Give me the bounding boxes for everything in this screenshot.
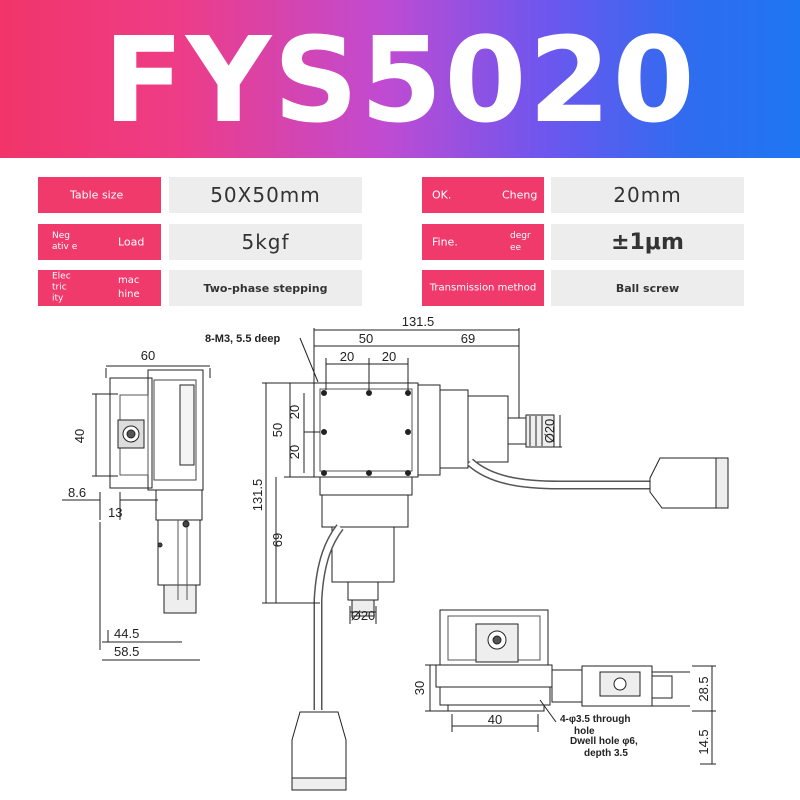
value-transmission: Ball screw	[551, 270, 744, 306]
note-through-2: hole	[574, 726, 595, 737]
label-load: Neg ativ e Load	[38, 224, 161, 260]
dim-top-20-b: 20	[382, 349, 396, 364]
note-holes: 8-M3, 5.5 deep	[205, 333, 280, 345]
value-load: 5kgf	[169, 224, 362, 260]
title-banner: FYS5020	[0, 0, 800, 158]
top-view	[262, 328, 729, 791]
value-stroke: 20mm	[551, 177, 744, 213]
dim-side-44-5: 44.5	[114, 626, 139, 641]
dim-top-131-5-h: 131.5	[402, 314, 435, 329]
label-stroke: OK. Cheng	[422, 177, 544, 213]
label-fine-a: Fine.	[432, 235, 458, 249]
label-load-b: Load	[118, 235, 145, 249]
dim-top-50-h: 50	[359, 331, 373, 346]
dim-side-40: 40	[72, 429, 87, 443]
value-fine: ±1μm	[551, 224, 744, 260]
dim-top-20-v1: 20	[287, 405, 302, 419]
label-stroke-b: Cheng	[502, 188, 538, 202]
dim-front-30: 30	[412, 681, 427, 695]
label-table-size-text: Table size	[70, 188, 124, 202]
label-motor-a: Elec tric ity	[52, 271, 71, 304]
value-motor: Two-phase stepping	[169, 270, 362, 306]
label-fine: Fine. degr ee	[422, 224, 544, 260]
label-motor-b: mac hine	[118, 275, 140, 300]
note-dwell-2: depth 3.5	[584, 748, 628, 759]
label-fine-b: degr ee	[510, 231, 531, 253]
note-dwell-1: Dwell hole φ6,	[570, 736, 638, 747]
dim-front-14-5: 14.5	[696, 729, 711, 754]
dim-top-69-v: 69	[270, 533, 285, 547]
dim-side-60: 60	[141, 348, 155, 363]
label-transmission-text: Transmission method	[429, 282, 537, 294]
dim-top-dia20-right: Ø20	[542, 419, 557, 444]
dim-top-50-v: 50	[270, 423, 285, 437]
label-transmission: Transmission method	[422, 270, 544, 306]
dim-top-69-h: 69	[461, 331, 475, 346]
dim-top-dia20-bottom: Ø20	[351, 608, 376, 623]
value-table-size: 50X50mm	[169, 177, 362, 213]
dim-front-40: 40	[488, 712, 502, 727]
dim-top-131-5-v: 131.5	[250, 479, 265, 512]
dim-front-28-5: 28.5	[696, 676, 711, 701]
label-load-a: Neg ativ e	[52, 231, 78, 252]
label-stroke-a: OK.	[432, 188, 452, 202]
dim-side-8-6: 8.6	[68, 485, 86, 500]
label-motor: Elec tric ity mac hine	[38, 270, 161, 306]
dim-side-13: 13	[108, 505, 122, 520]
label-table-size: Table size	[38, 177, 161, 213]
dim-side-58-5: 58.5	[114, 644, 139, 659]
side-view	[62, 365, 211, 661]
product-title: FYS5020	[103, 11, 697, 149]
front-view	[425, 609, 716, 765]
dim-top-20-v2: 20	[287, 445, 302, 459]
note-through-1: 4-φ3.5 through	[560, 714, 631, 725]
dim-top-20-a: 20	[340, 349, 354, 364]
